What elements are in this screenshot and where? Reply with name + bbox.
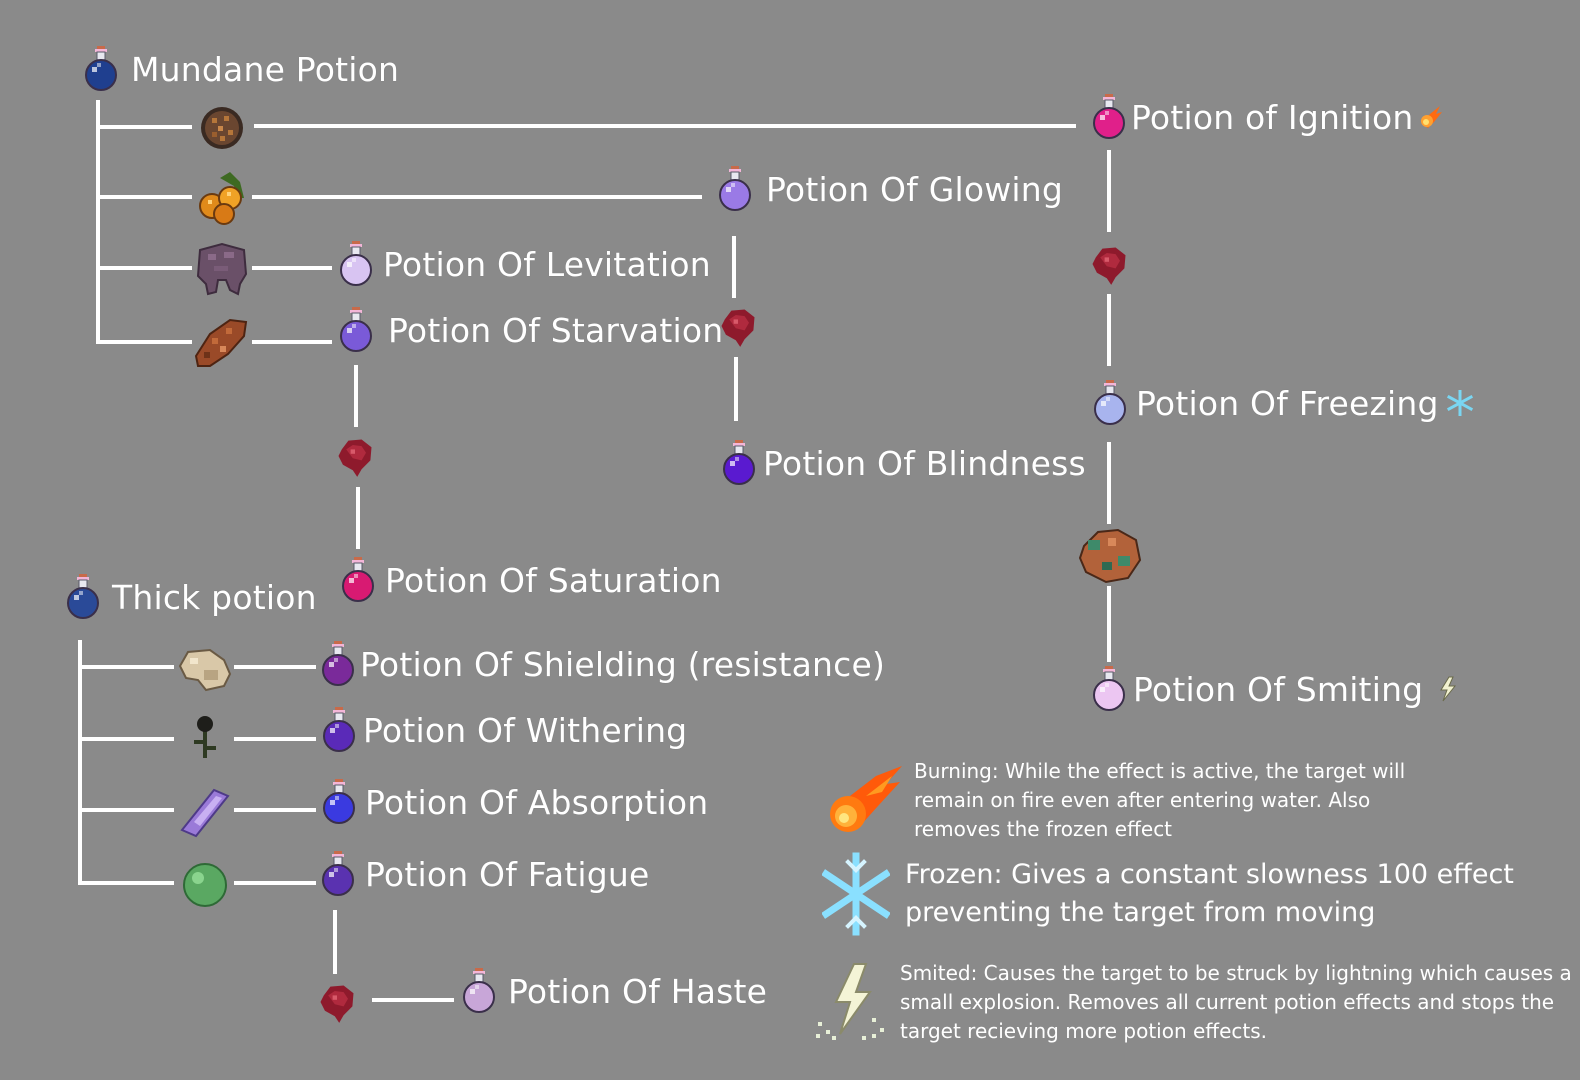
- potion-blindness-node: Potion Of Blindness: [720, 440, 1086, 486]
- sweet-berries-icon: [199, 172, 244, 225]
- connector-line: [372, 998, 454, 1002]
- coal-block-icon: [201, 107, 243, 149]
- potion-bottle-icon: [460, 968, 498, 1014]
- potion-starvation-node: Potion Of Starvation: [337, 307, 723, 353]
- connector-line: [333, 910, 337, 974]
- connector-line: [252, 340, 332, 344]
- phantom-membrane-icon: [196, 242, 248, 296]
- connector-line: [356, 487, 360, 549]
- potion-withering-node: Potion Of Withering: [320, 707, 687, 753]
- potion-fatigue-node: Potion Of Fatigue: [319, 851, 650, 897]
- connector-line: [96, 100, 100, 344]
- potion-smiting-node: Potion Of Smiting: [1090, 666, 1461, 712]
- connector-line: [252, 195, 702, 199]
- potion-bottle-icon: [1090, 94, 1128, 140]
- potion-bottle-icon: [339, 557, 377, 603]
- potion-glowing-label: Potion Of Glowing: [766, 169, 1064, 209]
- lightning-icon: [816, 963, 884, 1040]
- potion-bottle-icon: [337, 307, 375, 353]
- connector-line: [234, 881, 316, 885]
- fireball-icon: [830, 766, 902, 832]
- rotten-flesh-icon: [194, 318, 248, 367]
- connector-line: [1107, 150, 1111, 232]
- potion-smiting-label: Potion Of Smiting: [1133, 669, 1424, 709]
- copper-ore-icon: [1078, 528, 1142, 584]
- potion-absorption-node: Potion Of Absorption: [320, 779, 708, 825]
- connector-line: [78, 808, 174, 812]
- legend-frozen: Frozen: Gives a constant slowness 100 ef…: [905, 856, 1514, 932]
- connector-line: [1107, 586, 1111, 662]
- legend-burning: Burning: While the effect is active, the…: [914, 757, 1405, 844]
- connector-line: [732, 236, 736, 298]
- lightning-icon: [1440, 676, 1457, 702]
- potion-ignition-label: Potion of Ignition: [1131, 97, 1414, 137]
- potion-levitation-node: Potion Of Levitation: [337, 241, 711, 287]
- legend-smited-text: Smited: Causes the target to be struck b…: [900, 961, 1572, 1043]
- mundane-potion-node: Mundane Potion: [82, 46, 399, 92]
- potion-blindness-label: Potion Of Blindness: [763, 443, 1086, 483]
- potion-bottle-icon: [1090, 666, 1128, 712]
- connector-line: [234, 665, 316, 669]
- legend-frozen-text: Frozen: Gives a constant slowness 100 ef…: [905, 859, 1514, 928]
- slime-ball-icon: [183, 863, 227, 907]
- connector-line: [1107, 442, 1111, 524]
- mundane-potion-label: Mundane Potion: [131, 49, 400, 89]
- potion-bottle-icon: [319, 851, 357, 897]
- potion-absorption-label: Potion Of Absorption: [365, 782, 709, 822]
- potion-haste-label: Potion Of Haste: [508, 971, 768, 1011]
- potion-bottle-icon: [337, 241, 375, 287]
- potion-haste-node: Potion Of Haste: [460, 968, 767, 1014]
- potion-bottle-icon: [319, 641, 357, 687]
- connector-line: [96, 195, 192, 199]
- amethyst-shard-icon: [180, 788, 230, 838]
- connector-line: [1107, 294, 1111, 366]
- potion-glowing-node: Potion Of Glowing: [716, 166, 1063, 212]
- potion-fatigue-label: Potion Of Fatigue: [365, 854, 650, 894]
- legend-burning-text: Burning: While the effect is active, the…: [914, 759, 1406, 841]
- potion-starvation-label: Potion Of Starvation: [388, 310, 724, 350]
- fireball-icon: [1420, 106, 1442, 128]
- potion-shielding-label: Potion Of Shielding (resistance): [360, 644, 886, 684]
- connector-line: [96, 266, 192, 270]
- potion-ignition-node: Potion of Ignition: [1090, 94, 1444, 140]
- snowflake-icon: [1446, 390, 1473, 416]
- potion-bottle-icon: [720, 440, 758, 486]
- potion-withering-label: Potion Of Withering: [363, 710, 688, 750]
- connector-line: [78, 665, 174, 669]
- connector-line: [252, 266, 332, 270]
- nether-wart-icon: [333, 434, 377, 478]
- potion-bottle-icon: [82, 46, 120, 92]
- thick-potion-node: Thick potion: [64, 574, 317, 620]
- potion-bottle-icon: [320, 707, 358, 753]
- nether-wart-icon: [1087, 242, 1131, 286]
- potion-freezing-label: Potion Of Freezing: [1136, 383, 1439, 423]
- mushroom-icon: [178, 648, 232, 692]
- legend-smited: Smited: Causes the target to be struck b…: [900, 959, 1572, 1046]
- connector-line: [78, 881, 174, 885]
- potion-bottle-icon: [320, 779, 358, 825]
- potion-freezing-node: Potion Of Freezing: [1091, 380, 1473, 426]
- thick-potion-label: Thick potion: [112, 577, 317, 617]
- potion-bottle-icon: [716, 166, 754, 212]
- potion-bottle-icon: [1091, 380, 1129, 426]
- connector-line: [354, 365, 358, 427]
- connector-line: [254, 124, 1076, 128]
- connector-line: [234, 737, 316, 741]
- connector-line: [96, 125, 192, 129]
- connector-line: [78, 640, 82, 885]
- potion-shielding-node: Potion Of Shielding (resistance): [319, 641, 885, 687]
- potion-saturation-node: Potion Of Saturation: [339, 557, 722, 603]
- connector-line: [734, 357, 738, 421]
- nether-wart-icon: [315, 980, 359, 1024]
- snowflake-icon: [822, 852, 890, 936]
- connector-line: [96, 340, 192, 344]
- potion-levitation-label: Potion Of Levitation: [383, 244, 711, 284]
- potion-bottle-icon: [64, 574, 102, 620]
- connector-line: [78, 737, 174, 741]
- potion-saturation-label: Potion Of Saturation: [385, 560, 722, 600]
- connector-line: [234, 808, 316, 812]
- wither-rose-icon: [194, 716, 216, 758]
